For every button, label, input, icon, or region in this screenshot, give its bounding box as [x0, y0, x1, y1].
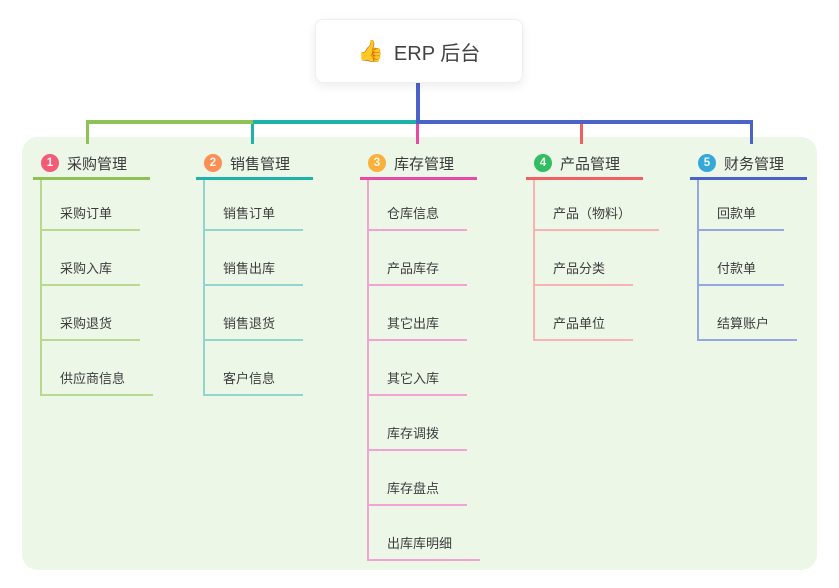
branch-number-badge: 3	[368, 154, 386, 172]
tree-node: 供应商信息	[42, 341, 154, 396]
tree-node-label[interactable]: 结算账户	[699, 313, 798, 341]
root-node[interactable]: 👍 ERP 后台	[315, 19, 523, 83]
connector-bus-right	[416, 120, 753, 124]
branch-number-badge: 2	[204, 154, 222, 172]
connector-drop-product	[580, 124, 583, 144]
connector-bus-sales	[253, 120, 416, 124]
branch-label: 销售管理	[230, 155, 291, 173]
tree-node-label[interactable]: 其它入库	[369, 368, 468, 396]
tree-node: 其它入库	[369, 341, 480, 396]
branch-purchase-children: 采购订单 采购入库 采购退货 供应商信息	[40, 180, 154, 396]
branch-inventory: 3 库存管理 仓库信息 产品库存 其它出库 其它入库 库存调拨 库存盘点 出库库…	[360, 137, 481, 561]
branch-product-children: 产品（物料） 产品分类 产品单位	[533, 180, 660, 341]
tree-node-label[interactable]: 产品库存	[369, 258, 468, 286]
branch-number-badge: 5	[698, 154, 716, 172]
tree-node: 产品（物料）	[535, 180, 660, 231]
connector-drop-inventory	[416, 124, 419, 144]
tree-node: 回款单	[699, 180, 797, 231]
tree-node: 销售退货	[205, 286, 304, 341]
branch-sales-children: 销售订单 销售出库 销售退货 客户信息	[203, 180, 304, 396]
branch-purchase-header[interactable]: 1 采购管理	[33, 137, 150, 180]
tree-node-label[interactable]: 出库库明细	[369, 533, 481, 561]
branch-number-badge: 1	[41, 154, 59, 172]
tree-node-label[interactable]: 库存调拨	[369, 423, 468, 451]
mindmap-panel: 1 采购管理 采购订单 采购入库 采购退货 供应商信息 2 销售管理 销售订单 …	[22, 137, 817, 570]
branch-finance: 5 财务管理 回款单 付款单 结算账户	[690, 137, 807, 341]
tree-node-label[interactable]: 仓库信息	[369, 203, 468, 231]
branch-label: 财务管理	[724, 155, 785, 173]
branch-inventory-header[interactable]: 3 库存管理	[360, 137, 477, 180]
tree-node: 结算账户	[699, 286, 798, 341]
branch-label: 采购管理	[67, 155, 128, 173]
branch-finance-header[interactable]: 5 财务管理	[690, 137, 807, 180]
tree-node-label[interactable]: 采购订单	[42, 203, 141, 231]
branch-inventory-children: 仓库信息 产品库存 其它出库 其它入库 库存调拨 库存盘点 出库库明细	[367, 180, 481, 561]
tree-node: 采购订单	[42, 180, 153, 231]
branch-number-badge: 4	[534, 154, 552, 172]
tree-node: 产品库存	[369, 231, 480, 286]
tree-node-label[interactable]: 客户信息	[205, 368, 304, 396]
tree-node: 仓库信息	[369, 180, 480, 231]
branch-label: 产品管理	[560, 155, 621, 173]
tree-node-label[interactable]: 采购入库	[42, 258, 141, 286]
branch-label: 库存管理	[394, 155, 455, 173]
tree-node-label[interactable]: 库存盘点	[369, 478, 468, 506]
tree-node: 采购入库	[42, 231, 153, 286]
tree-node: 出库库明细	[369, 506, 481, 561]
tree-node: 销售出库	[205, 231, 304, 286]
tree-node: 客户信息	[205, 341, 304, 396]
tree-node: 付款单	[699, 231, 797, 286]
tree-node-label[interactable]: 销售订单	[205, 203, 304, 231]
tree-node-label[interactable]: 产品（物料）	[535, 203, 660, 231]
tree-node-label[interactable]: 销售出库	[205, 258, 304, 286]
tree-node-label[interactable]: 付款单	[699, 258, 785, 286]
branch-finance-children: 回款单 付款单 结算账户	[697, 180, 798, 341]
connector-drop-sales	[251, 124, 254, 144]
root-node-label: ERP 后台	[393, 42, 481, 65]
branch-sales-header[interactable]: 2 销售管理	[196, 137, 313, 180]
tree-node-label[interactable]: 回款单	[699, 203, 785, 231]
branch-sales: 2 销售管理 销售订单 销售出库 销售退货 客户信息	[196, 137, 313, 396]
tree-node: 其它出库	[369, 286, 480, 341]
tree-node-label[interactable]: 供应商信息	[42, 368, 154, 396]
branch-product: 4 产品管理 产品（物料） 产品分类 产品单位	[526, 137, 660, 341]
connector-bus-purchase	[86, 120, 254, 124]
connector-drop-finance	[750, 120, 753, 144]
tree-node: 销售订单	[205, 180, 304, 231]
tree-node: 库存盘点	[369, 451, 480, 506]
tree-node-label[interactable]: 产品分类	[535, 258, 634, 286]
tree-node-label[interactable]: 其它出库	[369, 313, 468, 341]
branch-product-header[interactable]: 4 产品管理	[526, 137, 643, 180]
tree-node: 库存调拨	[369, 396, 480, 451]
tree-node-label[interactable]: 产品单位	[535, 313, 634, 341]
tree-node-label[interactable]: 采购退货	[42, 313, 141, 341]
connector-drop-purchase	[86, 120, 89, 144]
tree-node-label[interactable]: 销售退货	[205, 313, 304, 341]
tree-node: 产品分类	[535, 231, 659, 286]
branch-purchase: 1 采购管理 采购订单 采购入库 采购退货 供应商信息	[33, 137, 154, 396]
tree-node: 采购退货	[42, 286, 153, 341]
connector-root-drop	[416, 83, 420, 124]
tree-node: 产品单位	[535, 286, 659, 341]
thumbs-up-icon: 👍	[357, 39, 384, 63]
